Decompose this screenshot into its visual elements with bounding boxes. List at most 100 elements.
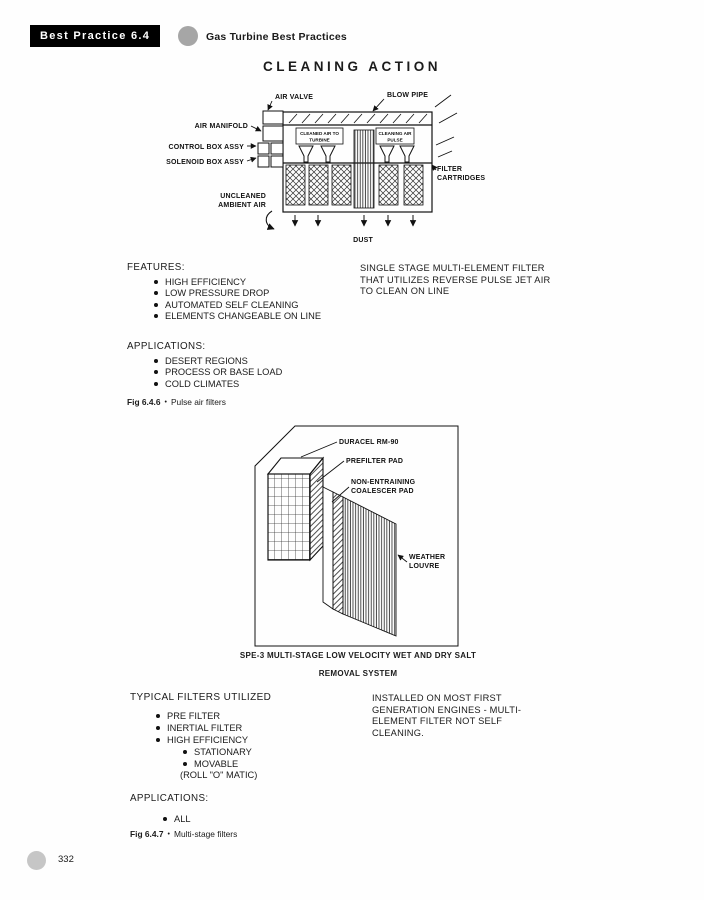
feature-item: AUTOMATED SELF CLEANING: [165, 299, 299, 310]
filter-subitem: STATIONARY: [194, 747, 252, 757]
application-item: ALL: [174, 813, 191, 824]
list-item: AUTOMATED SELF CLEANING: [154, 299, 321, 311]
cleaning-air-label-line2: PULSE: [387, 138, 402, 143]
feature-item: LOW PRESSURE DROP: [165, 288, 270, 299]
air-valve-leader: [267, 100, 273, 111]
blow-pipe-leader: [372, 98, 385, 112]
control-solenoid-boxes: [257, 142, 284, 168]
page-number: 332: [58, 854, 74, 865]
figure2-frame: [254, 425, 459, 647]
bullet-dot: [154, 302, 158, 307]
coalescer-leader: [331, 486, 350, 503]
air-valve-box: [262, 110, 284, 125]
filter-subitem: MOVABLE: [194, 759, 239, 769]
filter-item: HIGH EFFICIENCY: [167, 735, 249, 745]
figure-pulse-air-filter-diagram: CLEANED AIR TO TURBINE CLEANING AIR PULS…: [125, 85, 565, 265]
header-ornament-circle: [178, 26, 198, 46]
bullet-dot: [154, 370, 158, 375]
list-item: ELEMENTS CHANGEABLE ON LINE: [154, 311, 321, 323]
control-box-label: CONTROL BOX ASSY: [168, 144, 244, 151]
louvre-label-line1: WEATHER: [409, 554, 445, 561]
typical-filters-list: PRE FILTER INERTIAL FILTER HIGH EFFICIEN…: [156, 710, 248, 746]
weather-louvre-shape: [342, 496, 397, 637]
blow-pipe-label: BLOW PIPE: [387, 92, 428, 99]
solenoid-box-leader: [246, 156, 257, 163]
typical-filters-sublist: STATIONARY MOVABLE: [183, 746, 252, 770]
coalescer-label-line1: NON-ENTRAINING: [351, 479, 416, 486]
applications2-list: ALL: [163, 813, 191, 825]
list-item: MOVABLE: [183, 758, 252, 770]
prefilter-leader: [316, 460, 345, 483]
filter-cartridges-label-line1: FILTER: [437, 166, 462, 173]
cleaned-air-box: CLEANED AIR TO TURBINE: [295, 127, 344, 145]
figure1-caption: Fig 6.4.6•Pulse air filters: [127, 397, 226, 407]
filter-pad-layers: [322, 486, 397, 637]
cleaned-air-label-line2: TURBINE: [309, 138, 329, 143]
dust-label: DUST: [353, 237, 373, 244]
application-item: DESERT REGIONS: [165, 355, 248, 366]
features-heading: FEATURES:: [127, 262, 185, 273]
uncleaned-air-arrow: [265, 210, 275, 230]
louvre-label-line2: LOUVRE: [409, 563, 440, 570]
bullet-dot: [163, 816, 167, 821]
uncleaned-air-label-line2: AMBIENT AIR: [218, 202, 266, 209]
duracel-leader: [300, 441, 338, 458]
figure2-caption-line1: SPE-3 MULTI-STAGE LOW VELOCITY WET AND D…: [239, 651, 477, 660]
roll-o-matic-note: (ROLL "O" MATIC): [180, 770, 258, 780]
filter-cartridges-label-line2: CARTRIDGES: [437, 175, 485, 182]
cleaning-air-box: CLEANING AIR PULSE: [375, 127, 415, 145]
feature-item: HIGH EFFICIENCY: [165, 276, 247, 287]
bullet-dot: [183, 762, 187, 766]
figure2-caption-text: Multi-stage filters: [173, 829, 238, 839]
typical-filters-heading: TYPICAL FILTERS UTILIZED: [130, 692, 272, 703]
air-valve-label: AIR VALVE: [275, 94, 313, 101]
application-item: COLD CLIMATES: [165, 378, 240, 389]
duracel-label: DURACEL RM-90: [339, 439, 399, 446]
list-item: COLD CLIMATES: [154, 378, 282, 390]
applications1-heading: APPLICATIONS:: [127, 341, 206, 352]
filter-item: PRE FILTER: [167, 711, 221, 721]
bullet-dot: [154, 314, 158, 319]
blow-pipe-strip: [288, 113, 428, 124]
figure-multi-stage-filter-diagram: DURACEL RM-90 PREFILTER PAD NON-ENTRAINI…: [253, 424, 460, 657]
air-manifold-label: AIR MANIFOLD: [195, 123, 248, 130]
figure1-svg: CLEANED AIR TO TURBINE CLEANING AIR PULS…: [166, 92, 485, 244]
pulse-nozzles: [298, 145, 415, 163]
book-title: Gas Turbine Best Practices: [206, 31, 347, 43]
bullet-dot: [154, 279, 158, 284]
installed-note: INSTALLED ON MOST FIRST GENERATION ENGIN…: [372, 693, 522, 738]
cleaned-air-label-line1: CLEANED AIR TO: [300, 131, 339, 136]
air-jet-lines: [434, 94, 458, 158]
bullet-dot: [183, 750, 187, 754]
list-item: HIGH EFFICIENCY: [156, 734, 248, 746]
footer-ornament-circle: [27, 851, 46, 870]
feature-item: ELEMENTS CHANGEABLE ON LINE: [165, 311, 322, 322]
figure2-caption: Fig 6.4.7•Multi-stage filters: [130, 829, 237, 839]
filter-cartridge-elements: [285, 129, 424, 209]
prefilter-label: PREFILTER PAD: [346, 458, 403, 465]
bullet-dot: [156, 738, 160, 742]
list-item: HIGH EFFICIENCY: [154, 276, 321, 288]
uncleaned-air-label-line1: UNCLEANED: [220, 193, 266, 200]
figure2-caption-label: Fig 6.4.7: [130, 829, 164, 839]
prefilter-pad-shape: [322, 486, 334, 610]
coalescer-pad-shape: [332, 491, 344, 615]
list-item: LOW PRESSURE DROP: [154, 288, 321, 300]
list-item: INERTIAL FILTER: [156, 722, 248, 734]
chapter-badge: Best Practice 6.4: [30, 25, 161, 47]
list-item: STATIONARY: [183, 746, 252, 758]
caption-bullet: •: [164, 399, 167, 406]
list-item: DESERT REGIONS: [154, 355, 282, 367]
duracel-filter-box: [266, 456, 325, 562]
list-item: ALL: [163, 813, 191, 825]
cleaning-air-label-line1: CLEANING AIR: [378, 131, 412, 136]
applications2-heading: APPLICATIONS:: [130, 793, 209, 804]
figure2-caption-line2: REMOVAL SYSTEM: [318, 669, 398, 678]
figure2-svg: DURACEL RM-90 PREFILTER PAD NON-ENTRAINI…: [254, 425, 459, 647]
figure1-caption-text: Pulse air filters: [170, 397, 226, 407]
coalescer-label-line2: COALESCER PAD: [351, 488, 414, 495]
caption-bullet: •: [167, 831, 170, 838]
features-list: HIGH EFFICIENCY LOW PRESSURE DROP AUTOMA…: [154, 276, 321, 322]
bullet-dot: [154, 381, 158, 386]
